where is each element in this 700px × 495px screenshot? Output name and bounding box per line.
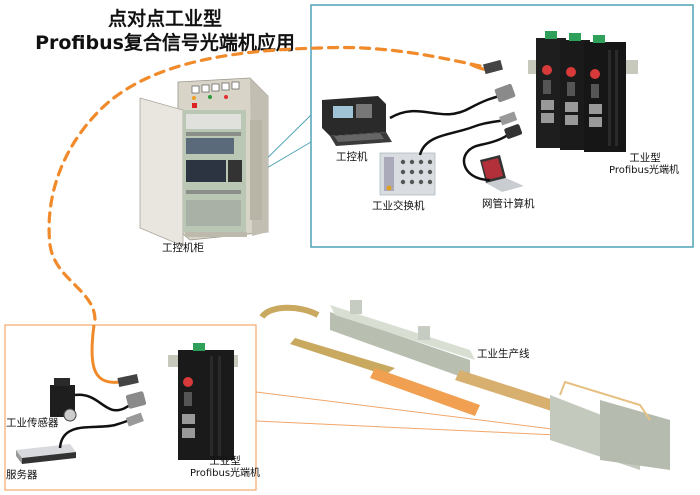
cable-laptop [462,132,511,182]
cable-server [58,418,130,449]
db9-connector-top [494,83,516,103]
cable-switch [418,118,506,156]
production-line-icon [259,300,670,470]
servo-sensor-icon [50,378,77,422]
label-server: 服务器 [6,469,38,481]
control-cabinet-icon [139,77,269,247]
db9-connector-top-2 [504,124,523,139]
label-control-cabinet: 工控机柜 [162,242,204,254]
callout-line-bottom-upper [255,391,601,436]
cable-ipc [389,94,501,120]
converter-stack-icon [528,31,638,152]
rack-server-icon [16,444,76,464]
laptop-icon [480,155,524,192]
label-industrial-sensor: 工业传感器 [6,417,59,429]
rj45-connector-top [499,111,518,126]
diagram-title-line2: Profibus复合信号光端机应用 [35,32,295,54]
db9-connector-bottom [125,391,147,409]
label-converter-top-line1: 工业型 [629,152,661,164]
fiber-link-bottom [90,324,121,384]
label-converter-bottom-line2: Profibus光端机 [189,468,261,479]
rj45-connector-bottom [125,412,144,427]
top-panel-frame [310,4,694,248]
callout-line-bottom-lower [255,420,601,438]
label-production-line: 工业生产线 [477,348,530,360]
converter-bottom-icon [168,343,238,460]
rj45-connector-fiber-top [483,59,503,75]
fiber-link-dashed [47,45,482,322]
label-industrial-pc: 工控机 [336,151,368,163]
label-nms-computer: 网管计算机 [482,198,535,210]
label-converter-top-line2: Profibus光端机 [608,165,680,176]
converter-unit-3 [584,35,626,152]
industrial-pc-icon [322,96,392,146]
label-industrial-switch: 工业交换机 [372,200,425,212]
diagram-title-line1: 点对点工业型 [107,8,222,30]
bottom-panel-frame [4,324,257,491]
rj45-connector-fiber-bottom [117,374,139,387]
label-converter-bottom-line1: 工业型 [209,455,241,467]
industrial-switch-icon [379,152,436,196]
